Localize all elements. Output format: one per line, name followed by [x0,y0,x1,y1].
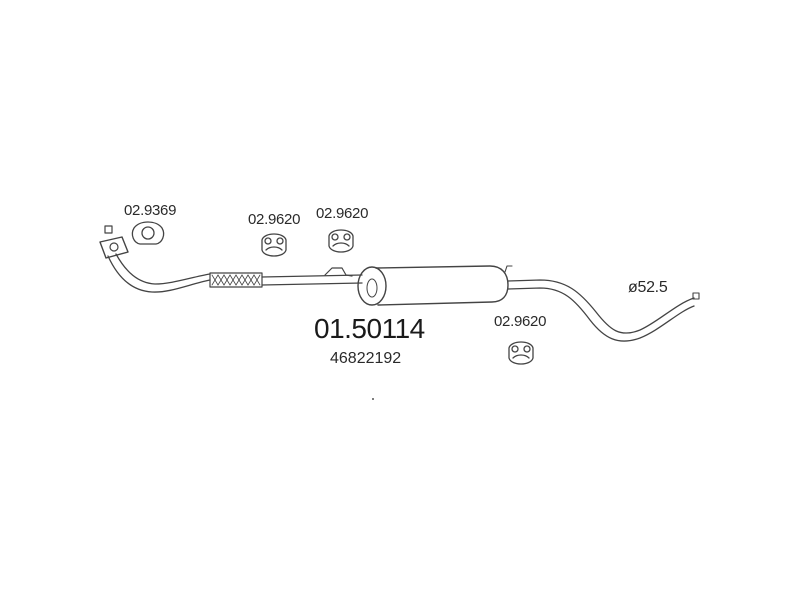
muffler-hanger-pin [504,265,513,273]
muffler [357,265,509,306]
rubber-mount-icon [261,233,287,257]
oem-number: 46822192 [330,350,402,367]
part-label-mount-3: 02.9620 [494,313,547,330]
flex-pipe [209,272,263,288]
front-pipe [107,253,211,293]
stray-dot [372,398,374,400]
rubber-mount-icon [508,341,534,365]
mid-pipe [261,274,363,286]
rubber-mount-icon [328,229,354,253]
part-label-gasket: 02.9369 [124,202,177,219]
front-end-marker [104,225,113,234]
tail-end-marker [692,292,700,300]
outlet-diameter-label: ø52.5 [628,279,668,296]
main-part-number: 01.50114 [314,313,425,344]
rear-pipe [507,279,695,342]
part-label-mount-2: 02.9620 [316,205,369,222]
front-flange [99,236,129,259]
pipe-hanger-bracket [324,267,353,277]
gasket-icon [131,221,165,245]
part-label-mount-1: 02.9620 [248,211,301,228]
